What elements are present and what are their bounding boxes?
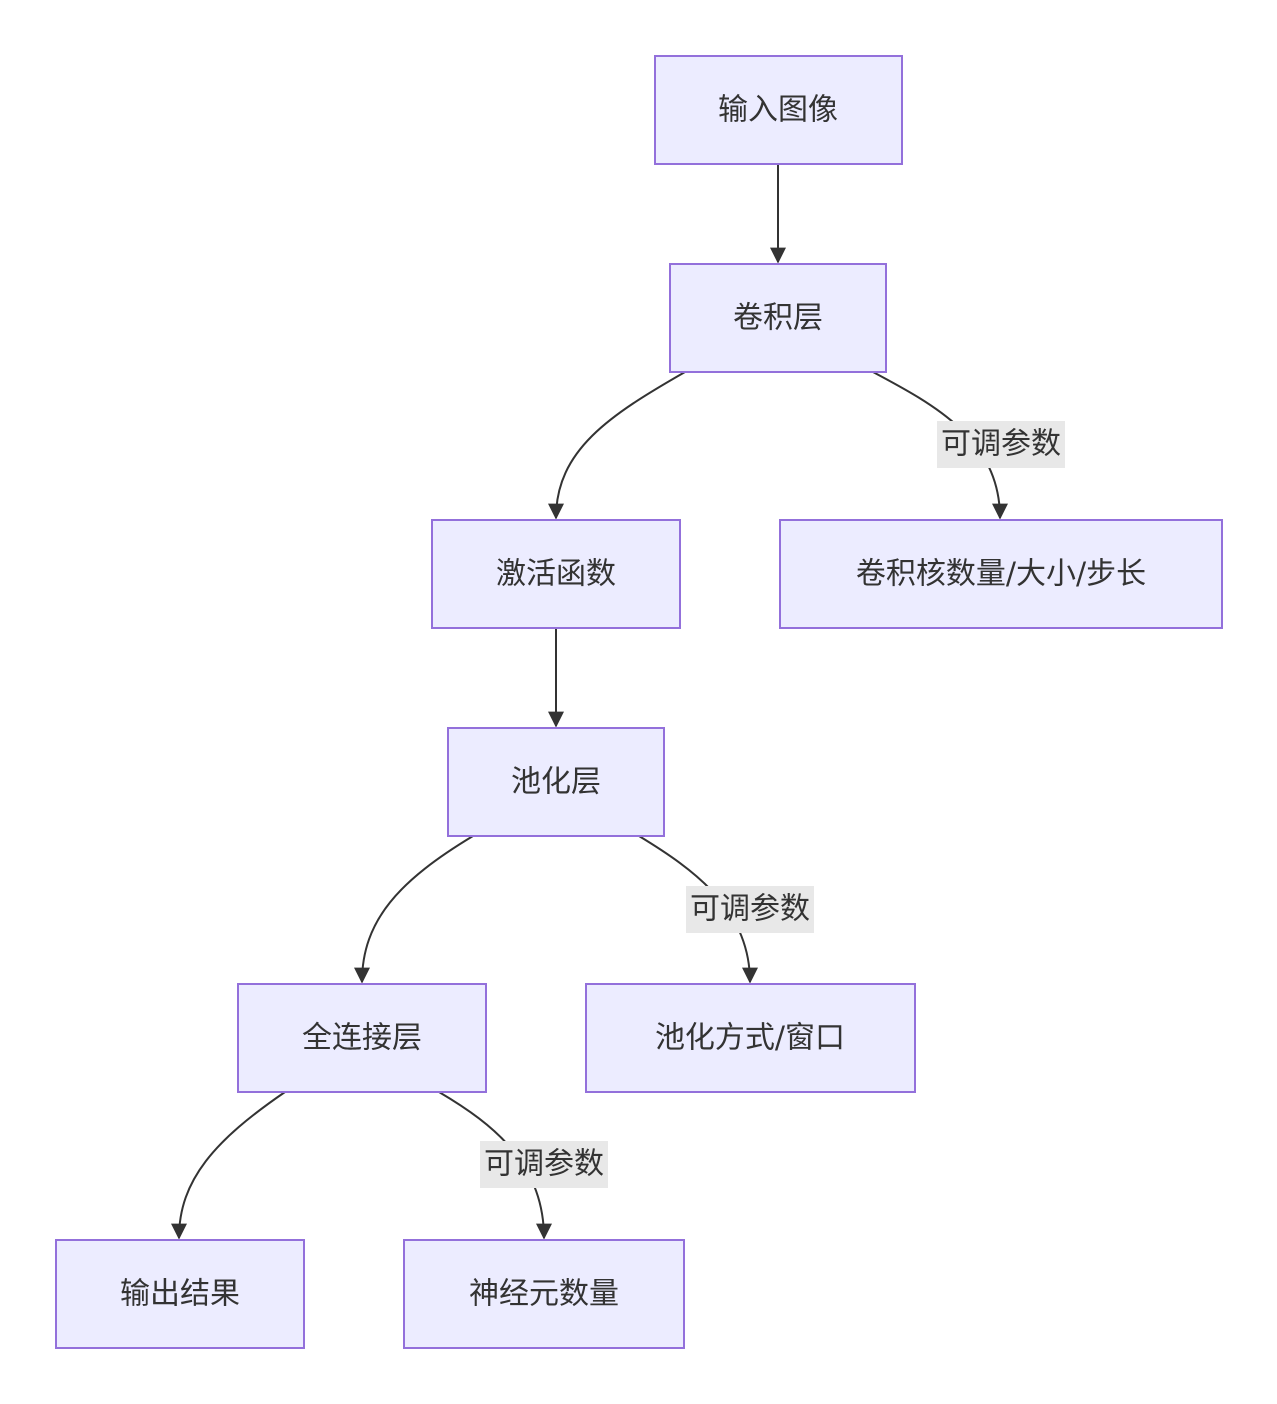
node-pooling-layer-label: 池化层 [511, 765, 601, 800]
node-output-result-label: 输出结果 [120, 1277, 240, 1312]
node-activation-function: 激活函数 [431, 519, 681, 629]
edge-label-conv-params: 可调参数 [937, 421, 1065, 468]
node-pool-params: 池化方式/窗口 [585, 983, 916, 1093]
node-pooling-layer: 池化层 [447, 727, 665, 837]
edge-label-fc-params: 可调参数 [480, 1141, 608, 1188]
edge-label-fc-params-text: 可调参数 [484, 1147, 604, 1182]
edge-fc-to-output [171, 1091, 286, 1240]
node-fully-connected-layer-label: 全连接层 [302, 1021, 422, 1056]
node-conv-params-label: 卷积核数量/大小/步长 [856, 557, 1146, 592]
node-output-result: 输出结果 [55, 1239, 305, 1349]
node-input-image: 输入图像 [654, 55, 903, 165]
edge-label-pool-params: 可调参数 [686, 886, 814, 933]
node-neuron-count-label: 神经元数量 [469, 1277, 619, 1312]
node-input-image-label: 输入图像 [718, 93, 838, 128]
node-conv-params: 卷积核数量/大小/步长 [779, 519, 1223, 629]
node-conv-layer-label: 卷积层 [733, 301, 823, 336]
edge-conv-to-activation [548, 371, 686, 520]
edge-label-conv-params-text: 可调参数 [941, 427, 1061, 462]
node-pool-params-label: 池化方式/窗口 [655, 1021, 845, 1056]
node-fully-connected-layer: 全连接层 [237, 983, 487, 1093]
edge-pool-to-fc [354, 835, 474, 984]
node-neuron-count: 神经元数量 [403, 1239, 685, 1349]
node-conv-layer: 卷积层 [669, 263, 887, 373]
edge-label-pool-params-text: 可调参数 [690, 892, 810, 927]
node-activation-function-label: 激活函数 [496, 557, 616, 592]
